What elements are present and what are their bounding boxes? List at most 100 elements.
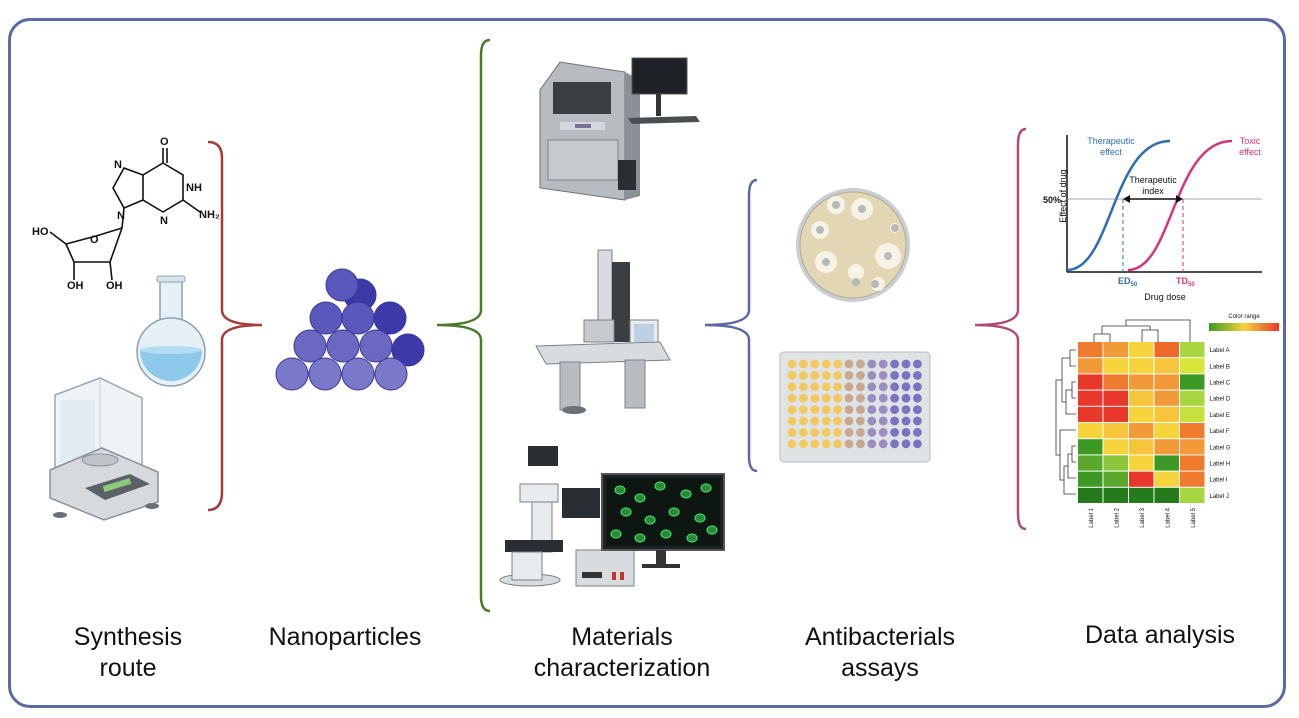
heatmap-cell	[1154, 374, 1179, 390]
well	[787, 428, 797, 437]
well	[878, 393, 888, 403]
heatmap-cell	[1154, 406, 1179, 422]
well	[856, 359, 865, 369]
well	[799, 416, 808, 426]
well	[787, 371, 797, 380]
fluorescence-microscope-icon	[499, 446, 725, 587]
well	[901, 439, 911, 449]
heatmap-cell	[1078, 423, 1103, 439]
heatmap-cell	[1129, 423, 1154, 439]
well	[787, 393, 797, 403]
stage-label-nanoparticles: Nanoparticles	[250, 622, 440, 653]
well	[913, 382, 922, 392]
well	[787, 382, 797, 392]
heatmap-cell	[1180, 406, 1205, 422]
well	[844, 393, 854, 403]
well	[890, 439, 899, 449]
well	[810, 405, 820, 414]
heatmap-cell	[1129, 358, 1154, 374]
well	[913, 439, 922, 449]
well	[867, 439, 877, 449]
stage-label-line: Synthesis	[73, 623, 183, 651]
well	[821, 405, 831, 414]
well	[844, 405, 854, 414]
well	[833, 359, 842, 369]
stage-label-assays: Antibacterials assays	[780, 622, 980, 684]
well	[821, 428, 831, 437]
well	[821, 439, 831, 449]
y-axis-label: Effect of drug	[1058, 169, 1068, 222]
heatmap-cell	[1103, 358, 1128, 374]
heatmap: Color range Label A Label B Label C Label D…	[1055, 314, 1279, 528]
well	[878, 439, 888, 449]
well	[833, 371, 842, 380]
heatmap-col-label: Label 3	[1140, 507, 1146, 527]
heatmap-cell	[1129, 439, 1154, 455]
heatmap-cell	[1078, 342, 1103, 358]
stage-label-characterization: Materials characterization	[512, 622, 732, 684]
well	[890, 393, 899, 403]
td50-label: TD50	[1176, 276, 1195, 288]
well	[890, 382, 899, 392]
well	[844, 359, 854, 369]
atom-label: HO	[32, 226, 49, 238]
stage-label-line: Nanoparticles	[268, 623, 422, 651]
well	[821, 359, 831, 369]
heatmap-cell	[1154, 471, 1179, 487]
heatmap-col-label: Label 4	[1165, 507, 1171, 527]
heatmap-cell	[1078, 455, 1103, 471]
therapeutic-effect-label: Therapeutic	[1087, 136, 1135, 146]
well	[810, 393, 820, 403]
well	[810, 359, 820, 369]
well	[787, 405, 797, 414]
heatmap-cell	[1103, 342, 1128, 358]
heatmap-row-label: Label I	[1210, 478, 1228, 484]
well	[799, 359, 808, 369]
heatmap-cell	[1078, 471, 1103, 487]
stage-label-line: characterization	[533, 654, 711, 682]
heatmap-row-label: Label G	[1210, 445, 1231, 451]
heatmap-row-label: Label H	[1210, 462, 1231, 468]
well	[821, 371, 831, 380]
heatmap-cell	[1129, 406, 1154, 422]
heatmap-cell	[1154, 455, 1179, 471]
x-axis-label: Drug dose	[1144, 292, 1186, 302]
heatmap-cell	[1180, 423, 1205, 439]
well	[844, 428, 854, 437]
well	[833, 382, 842, 392]
heatmap-cell	[1103, 455, 1128, 471]
guanosine-molecule	[49, 148, 201, 281]
well	[901, 393, 911, 403]
heatmap-row-label: Label A	[1210, 348, 1230, 354]
well	[821, 416, 831, 426]
atom-label: O	[160, 136, 169, 148]
stage-label-line: Data analysis	[1084, 621, 1236, 649]
well	[901, 405, 911, 414]
nanoparticles-brace	[436, 38, 491, 613]
heatmap-row-label: Label C	[1210, 381, 1231, 387]
well	[856, 439, 865, 449]
heatmap-cell	[1180, 439, 1205, 455]
well	[890, 428, 899, 437]
well	[901, 416, 911, 426]
well	[856, 393, 865, 403]
heatmap-row-label: Label D	[1210, 397, 1231, 403]
atom-label: OH	[106, 280, 123, 292]
heatmap-cell	[1129, 342, 1154, 358]
well	[810, 428, 820, 437]
heatmap-cell	[1078, 487, 1103, 503]
heatmap-row-label: Label B	[1210, 364, 1230, 370]
heatmap-cell	[1180, 471, 1205, 487]
heatmap-cell	[1103, 390, 1128, 406]
molecule-atom-labels: O N NH N N NH₂ HO O OH OH	[32, 136, 220, 292]
dose-response-chart	[1066, 135, 1262, 273]
ed50-label: ED50	[1118, 276, 1138, 288]
toxic-effect-label: effect	[1239, 147, 1261, 157]
heatmap-col-label: Label 1	[1089, 507, 1095, 527]
well	[844, 416, 854, 426]
heatmap-cell	[1154, 487, 1179, 503]
color-range-label: Color range	[1228, 314, 1260, 320]
heatmap-cell	[1180, 390, 1205, 406]
well	[890, 416, 899, 426]
well	[810, 382, 820, 392]
